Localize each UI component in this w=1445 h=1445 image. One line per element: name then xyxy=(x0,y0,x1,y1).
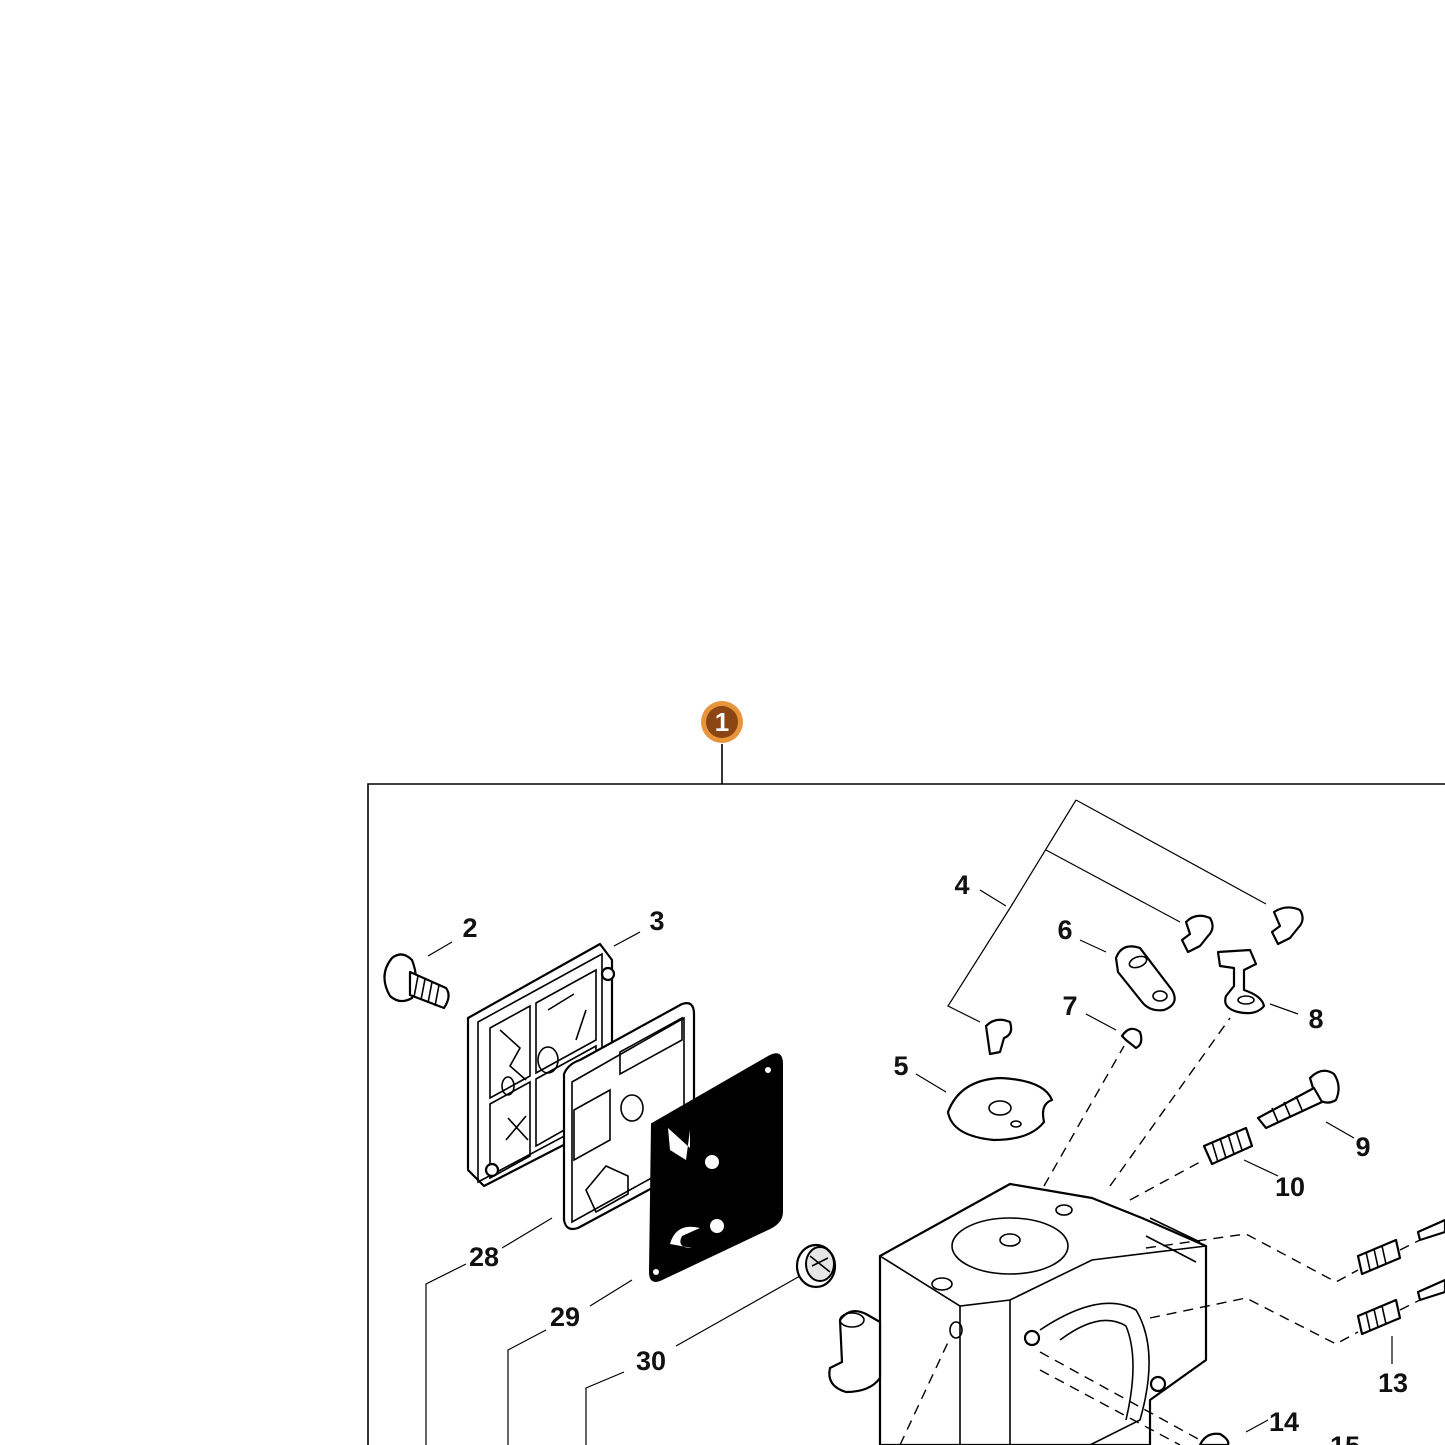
part-4-screws xyxy=(984,906,1304,1056)
callout-6[interactable]: 6 xyxy=(1057,915,1072,945)
part-10-spring xyxy=(1202,1126,1254,1166)
part-30-filter-screen xyxy=(795,1243,837,1289)
part-6-lever-plate xyxy=(1114,945,1176,1012)
callout-13[interactable]: 13 xyxy=(1378,1368,1408,1398)
part-14-screw xyxy=(1198,1432,1230,1445)
part-7-clip xyxy=(1120,1027,1143,1050)
callout-leaders xyxy=(425,931,1393,1445)
callout-14[interactable]: 14 xyxy=(1269,1407,1299,1437)
callout-4[interactable]: 4 xyxy=(954,870,969,900)
callout-10[interactable]: 10 xyxy=(1275,1172,1305,1202)
part-2-screw xyxy=(383,953,450,1010)
assembly-bracket xyxy=(367,783,1445,1445)
fuel-nozzle xyxy=(828,1309,882,1394)
assembly-badge-core xyxy=(706,706,738,738)
callout-9[interactable]: 9 xyxy=(1355,1132,1370,1162)
callout-28[interactable]: 28 xyxy=(469,1242,499,1272)
part-5-throttle-disc xyxy=(946,1076,1054,1142)
part-4-leaders xyxy=(947,799,1267,1023)
callout-30[interactable]: 30 xyxy=(636,1346,666,1376)
callout-29[interactable]: 29 xyxy=(550,1302,580,1332)
assembly-axes xyxy=(899,1017,1421,1445)
carburetor-body xyxy=(878,1182,1208,1445)
callout-2[interactable]: 2 xyxy=(462,913,477,943)
part-29-diaphragm xyxy=(648,1053,783,1282)
callout-8[interactable]: 8 xyxy=(1308,1004,1323,1034)
callout-labels: 2 3 4 5 6 7 8 9 10 13 14 15 28 29 30 xyxy=(462,870,1408,1445)
callout-7[interactable]: 7 xyxy=(1062,991,1077,1021)
part-13-springs xyxy=(1356,1218,1445,1336)
part-8-lever xyxy=(1216,948,1266,1015)
assembly-badge[interactable]: 1 xyxy=(701,701,743,743)
callout-15[interactable]: 15 xyxy=(1330,1431,1360,1445)
part-9-needle-screw xyxy=(1256,1069,1340,1130)
callout-3[interactable]: 3 xyxy=(649,906,664,936)
assembly-badge-label: 1 xyxy=(715,707,729,737)
callout-5[interactable]: 5 xyxy=(893,1051,908,1081)
